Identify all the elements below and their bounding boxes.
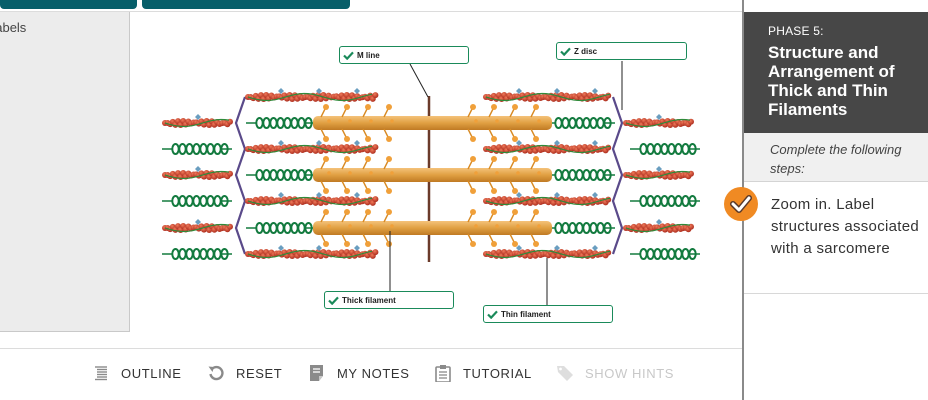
outline-label: OUTLINE	[121, 365, 182, 381]
top-tab-1[interactable]	[0, 0, 137, 9]
thin-filament-right-1	[483, 140, 612, 154]
leader-m-line	[409, 63, 429, 98]
titin-outer-left-2	[162, 248, 232, 260]
z-disc-right	[611, 96, 624, 255]
thin-filament-outer-right-2	[623, 219, 694, 233]
outline-button[interactable]: OUTLINE	[92, 363, 182, 383]
top-bar	[0, 0, 742, 12]
label-thick-filament[interactable]: Thick filament	[324, 291, 454, 309]
check-icon	[487, 310, 498, 319]
phase-number: PHASE 5:	[768, 24, 824, 38]
titin-inner-left-0	[246, 117, 316, 129]
thin-filament-left-3	[245, 245, 379, 259]
sarcomere-diagram	[162, 61, 700, 306]
thin-filament-outer-left-2	[162, 219, 233, 233]
titin-outer-right-2	[630, 248, 700, 260]
toolbar-divider	[0, 348, 742, 349]
label-text: Z disc	[574, 46, 598, 56]
step-text: Zoom in. Label structures associated wit…	[771, 196, 920, 257]
tag-icon	[556, 364, 574, 382]
step-item: Zoom in. Label structures associated wit…	[744, 182, 928, 294]
tutorial-button[interactable]: TUTORIAL	[434, 363, 532, 383]
phase-title: Structure and Arrangement of Thick and T…	[768, 43, 895, 119]
thick-filament-2	[313, 209, 552, 247]
tutorial-label: TUTORIAL	[463, 365, 532, 381]
thin-filament-outer-left-0	[162, 114, 233, 128]
thin-filament-right-2	[483, 192, 612, 206]
top-tab-2[interactable]	[142, 0, 350, 9]
phase-header: PHASE 5: Structure and Arrangement of Th…	[744, 12, 928, 133]
thick-filament-1	[313, 156, 552, 194]
thin-filament-outer-left-1	[162, 166, 233, 180]
outline-icon	[92, 364, 110, 382]
titin-inner-right-0	[545, 117, 615, 129]
reset-icon	[207, 364, 225, 382]
reset-label: RESET	[236, 365, 283, 381]
titin-outer-right-1	[630, 195, 700, 207]
my-notes-label: MY NOTES	[337, 365, 410, 381]
notes-icon	[308, 364, 326, 382]
label-text: Thick filament	[342, 295, 396, 305]
bottom-toolbar: OUTLINE RESET MY NOTES TUTORIAL SHOW HIN…	[0, 349, 742, 400]
thick-filament-0	[313, 104, 552, 142]
check-icon	[328, 296, 339, 305]
label-z-disc[interactable]: Z disc	[556, 42, 687, 60]
titin-inner-left-1	[246, 169, 316, 181]
titin-outer-left-0	[162, 143, 232, 155]
thin-filament-left-0	[245, 88, 379, 102]
titin-outer-right-0	[630, 143, 700, 155]
check-icon	[343, 51, 354, 60]
check-icon	[560, 47, 571, 56]
step-complete-badge	[724, 187, 758, 221]
checkmark-icon	[730, 195, 752, 213]
thin-filament-outer-right-0	[623, 114, 694, 128]
thin-filament-left-1	[245, 140, 379, 154]
show-hints-label: SHOW HINTS	[585, 365, 675, 381]
diagram-canvas[interactable]: M line Z disc Thick filament Thin filame…	[131, 12, 742, 348]
show-hints-button[interactable]: SHOW HINTS	[556, 363, 674, 383]
reset-button[interactable]: RESET	[207, 363, 282, 383]
titin-outer-left-1	[162, 195, 232, 207]
label-text: Thin filament	[501, 309, 551, 319]
phase-sidebar: PHASE 5: Structure and Arrangement of Th…	[744, 12, 928, 400]
label-thin-filament[interactable]: Thin filament	[483, 305, 613, 323]
label-text: M line	[357, 50, 380, 60]
titin-inner-right-1	[545, 169, 615, 181]
z-disc-left	[234, 96, 247, 255]
my-notes-button[interactable]: MY NOTES	[308, 363, 409, 383]
label-m-line[interactable]: M line	[339, 46, 469, 64]
titin-inner-left-2	[246, 222, 316, 234]
thin-filament-left-2	[245, 192, 379, 206]
thin-filament-right-0	[483, 88, 612, 102]
clipboard-icon	[434, 364, 452, 383]
instructions: Complete the following steps:	[744, 133, 928, 182]
titin-inner-right-2	[545, 222, 615, 234]
thin-filament-right-3	[483, 245, 612, 259]
thin-filament-outer-right-1	[623, 166, 694, 180]
